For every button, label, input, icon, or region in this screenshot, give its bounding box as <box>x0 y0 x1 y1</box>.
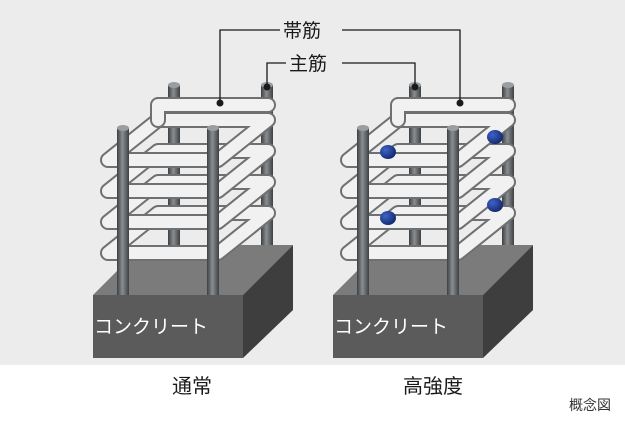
concrete-label-normal: コンクリート <box>94 316 208 338</box>
leader-lines <box>219 29 461 103</box>
weld-joint <box>380 211 396 225</box>
welded-joints <box>380 130 503 225</box>
main-leader-left <box>266 62 286 87</box>
column-normal: コンクリート <box>93 82 293 358</box>
caption-normal: 通常 <box>172 374 212 398</box>
column-high-strength: コンクリート <box>333 82 533 358</box>
hoop-label: 帯筋 <box>283 20 321 42</box>
hoop-leader-left <box>219 29 280 103</box>
leader-dots <box>216 83 464 107</box>
hoop-leader-right <box>342 29 461 103</box>
front-rebars <box>117 125 219 295</box>
main-leader-right <box>342 62 416 87</box>
front-rebars <box>357 125 459 295</box>
caption-high-strength: 高強度 <box>403 374 463 398</box>
weld-joint <box>487 130 503 144</box>
concrete-label-high-strength: コンクリート <box>334 316 448 338</box>
conceptual-diagram-note: 概念図 <box>569 397 611 414</box>
hoops <box>100 97 276 261</box>
weld-joint <box>487 198 503 212</box>
weld-joint <box>380 145 396 159</box>
main-rebar-label: 主筋 <box>289 53 327 75</box>
hoops <box>340 97 516 261</box>
